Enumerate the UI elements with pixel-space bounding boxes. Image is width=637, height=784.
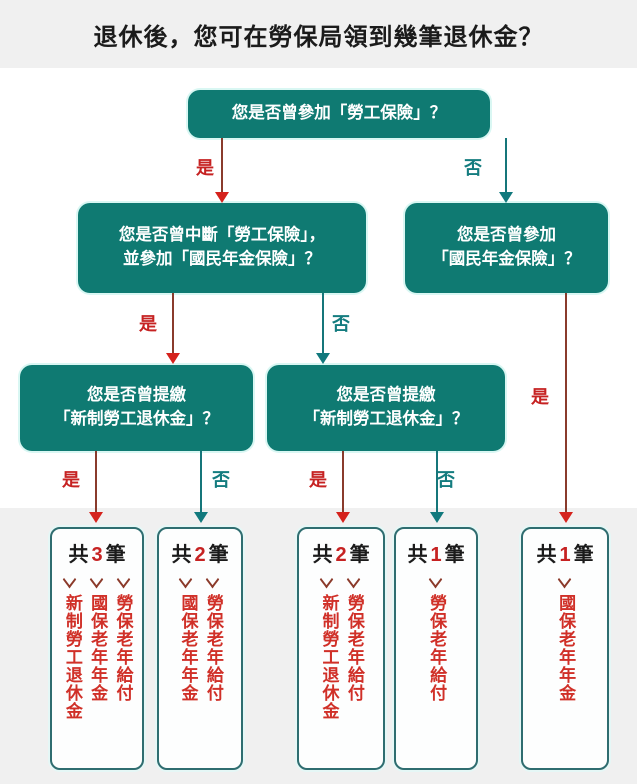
result-item: 國保老年年金: [178, 594, 198, 702]
result-item: 勞保老年給付: [427, 594, 447, 702]
decision-q1-line1: 您是否曾參加「勞工保險」？: [231, 104, 447, 123]
result-3-chevrons: [299, 574, 383, 584]
decision-q2-line2: 並參加「國民年金保險」？: [123, 250, 321, 268]
chevron-down-icon: [321, 574, 334, 584]
result-item: 勞保老年給付: [203, 594, 223, 702]
edge-label-q3-yes: 是: [531, 387, 549, 407]
result-4-chevrons: [396, 574, 476, 584]
edge-q2-no-arrowhead: [316, 353, 330, 364]
chevron-down-icon: [559, 574, 572, 584]
result-1-number: 3: [91, 544, 103, 566]
edge-q2-yes-arrowhead: [166, 353, 180, 364]
result-item: 新制勞工退休金: [62, 594, 82, 720]
edge-q4-no-line: [200, 451, 202, 514]
chevron-down-icon: [207, 574, 220, 584]
result-1-prefix: 共: [68, 544, 89, 566]
decision-q4-line1: 您是否曾提繳: [87, 386, 186, 405]
edge-q3-yes-line: [565, 293, 567, 514]
edge-q2-no-line: [322, 293, 324, 355]
result-3-suffix: 筆: [349, 544, 370, 566]
edge-label-q5-no: 否: [437, 470, 455, 490]
edge-label-q1-no: 否: [464, 158, 482, 178]
edge-label-q1-yes: 是: [196, 158, 214, 178]
result-2-chevrons: [159, 574, 241, 584]
result-4-suffix: 筆: [444, 544, 465, 566]
result-3-items: 勞保老年給付 新制勞工退休金: [299, 594, 383, 720]
result-4-items: 勞保老年給付: [396, 594, 476, 702]
result-item: 勞保老年給付: [113, 594, 133, 702]
decision-box-q3[interactable]: 您是否曾參加 「國民年金保險」？: [405, 203, 608, 293]
edge-q1-no-arrowhead: [499, 192, 513, 203]
edge-q5-yes-line: [342, 451, 344, 514]
chevron-down-icon: [430, 574, 443, 584]
result-3-prefix: 共: [312, 544, 333, 566]
result-1-chevrons: [52, 574, 142, 584]
decision-q5-line2: 「新制勞工退休金」？: [303, 410, 469, 428]
chevron-down-icon: [118, 574, 131, 584]
page-title: 退休後，您可在勞保局領到幾筆退休金？: [93, 23, 544, 51]
result-5-number: 1: [559, 544, 571, 566]
edge-q5-no-line: [436, 451, 438, 514]
decision-q5-line1: 您是否曾提繳: [336, 386, 436, 405]
decision-box-q1[interactable]: 您是否曾參加「勞工保險」？: [188, 90, 490, 138]
edge-label-q2-yes: 是: [139, 314, 157, 334]
edge-q4-yes-line: [95, 451, 97, 514]
edge-q3-yes-arrowhead: [559, 512, 573, 523]
decision-q2-line1: 您是否曾中斷「勞工保險」，: [118, 226, 326, 245]
decision-q3-line1: 您是否曾參加: [457, 226, 556, 245]
edge-label-q2-no: 否: [332, 314, 350, 334]
chevron-down-icon: [348, 574, 361, 584]
result-5-prefix: 共: [536, 544, 557, 566]
edge-q1-yes-line: [221, 138, 223, 194]
edge-label-q5-yes: 是: [309, 470, 327, 490]
result-item: 勞保老年給付: [344, 594, 364, 702]
edge-q4-yes-arrowhead: [89, 512, 103, 523]
result-item: 新制勞工退休金: [319, 594, 339, 720]
chevron-down-icon: [64, 574, 77, 584]
edge-q4-no-arrowhead: [194, 512, 208, 523]
decision-box-q5[interactable]: 您是否曾提繳 「新制勞工退休金」？: [267, 365, 505, 451]
decision-q4-line2: 「新制勞工退休金」？: [54, 410, 219, 428]
result-item: 國保老年年金: [88, 594, 108, 702]
edge-q2-yes-line: [172, 293, 174, 355]
result-2-prefix: 共: [171, 544, 192, 566]
decision-q3-line2: 「國民年金保險」？: [432, 250, 581, 268]
edge-q5-yes-arrowhead: [336, 512, 350, 523]
result-3-number: 2: [335, 544, 347, 566]
decision-box-q4[interactable]: 您是否曾提繳 「新制勞工退休金」？: [20, 365, 253, 451]
result-5-items: 國保老年年金: [523, 594, 607, 702]
result-4-number: 1: [430, 544, 442, 566]
edge-label-q4-yes: 是: [62, 470, 80, 490]
result-2-items: 勞保老年給付 國保老年年金: [159, 594, 241, 702]
result-4-prefix: 共: [407, 544, 428, 566]
result-5-chevrons: [523, 574, 607, 584]
result-1-items: 勞保老年給付 國保老年年金 新制勞工退休金: [52, 594, 142, 720]
header-band: [0, 0, 637, 68]
result-2-number: 2: [194, 544, 206, 566]
decision-box-q2[interactable]: 您是否曾中斷「勞工保險」， 並參加「國民年金保險」？: [78, 203, 366, 293]
edge-q1-no-line: [505, 138, 507, 194]
chevron-down-icon: [91, 574, 104, 584]
result-2-suffix: 筆: [208, 544, 229, 566]
edge-label-q4-no: 否: [212, 470, 230, 490]
edge-q1-yes-arrowhead: [215, 192, 229, 203]
edge-q5-no-arrowhead: [430, 512, 444, 523]
result-5-suffix: 筆: [573, 544, 594, 566]
result-item: 國保老年年金: [556, 594, 576, 702]
result-1-suffix: 筆: [105, 544, 126, 566]
chevron-down-icon: [180, 574, 193, 584]
